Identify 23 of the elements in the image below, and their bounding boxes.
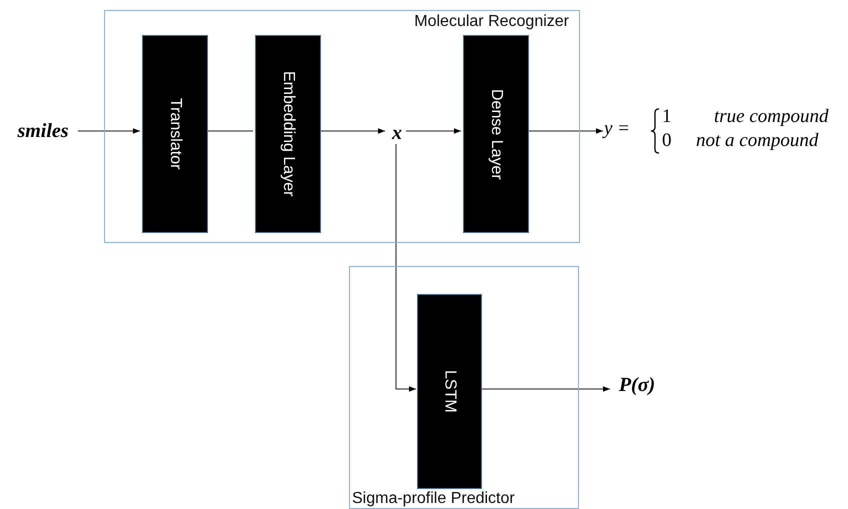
module-frame bbox=[104, 10, 580, 243]
arrow bbox=[406, 128, 462, 134]
module-frame bbox=[349, 266, 579, 509]
arrow bbox=[528, 128, 604, 134]
layer-block: LSTM bbox=[417, 294, 482, 489]
arrow bbox=[78, 128, 140, 134]
case-description: not a compound bbox=[696, 130, 818, 152]
equation-lhs: y = bbox=[604, 118, 630, 140]
input-label: smiles bbox=[8, 119, 78, 143]
connector-line bbox=[206, 130, 254, 132]
module-title: Molecular Recognizer bbox=[414, 13, 569, 31]
variable-label: x bbox=[387, 121, 407, 145]
arrow bbox=[396, 144, 416, 392]
module-title: Sigma-profile Predictor bbox=[352, 490, 515, 508]
output-label: P(σ) bbox=[611, 372, 663, 398]
layer-block: Dense Layer bbox=[463, 35, 529, 233]
layer-block: Translator bbox=[142, 35, 208, 233]
layer-block: Embedding Layer bbox=[255, 35, 321, 233]
case-value: 1 bbox=[662, 106, 672, 128]
case-description: true compound bbox=[714, 106, 829, 128]
arrow bbox=[320, 128, 386, 134]
case-value: 0 bbox=[662, 130, 672, 152]
arrow bbox=[480, 386, 610, 392]
